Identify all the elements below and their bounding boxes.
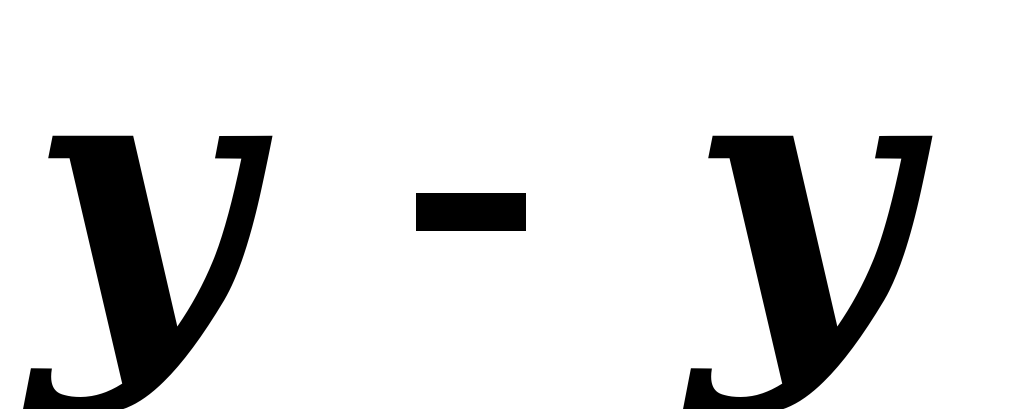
variable-y-right: y — [690, 0, 911, 409]
variable-y-left: y — [30, 0, 251, 409]
minus-operator — [416, 193, 526, 231]
